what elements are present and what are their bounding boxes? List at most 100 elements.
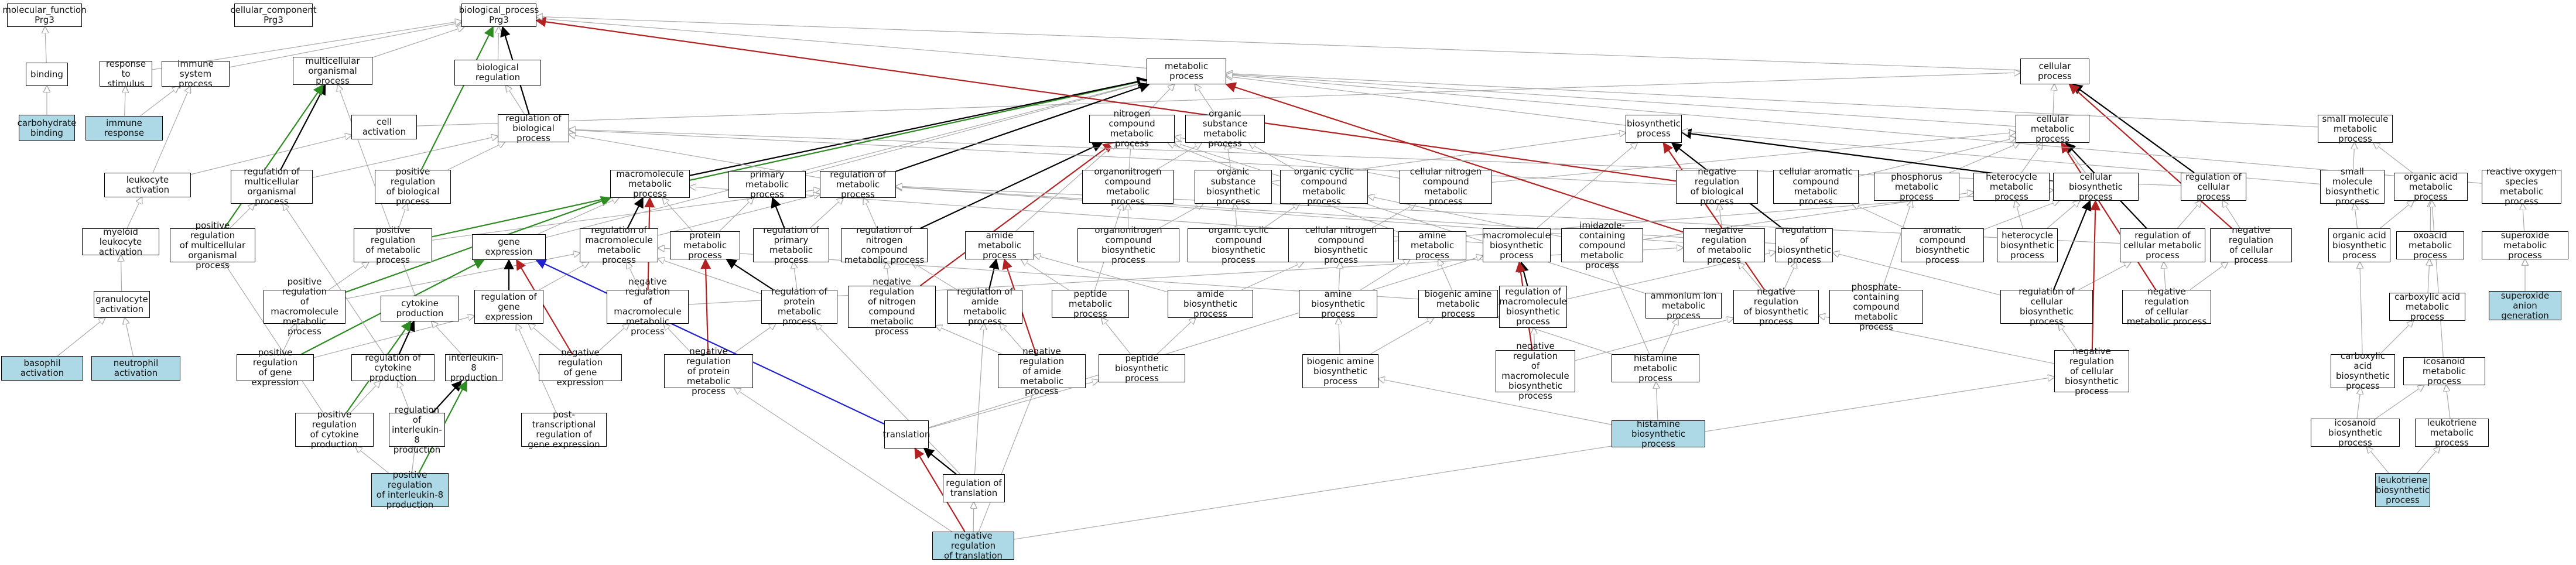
node-amide-biosynthetic-process[interactable]: amide biosynthetic process bbox=[1168, 289, 1253, 319]
node-regulation-of-macromolecule-metabolic-process[interactable]: regulation of macromolecule metabolic pr… bbox=[580, 225, 658, 265]
node-regulation-of-cellular-biosynthetic-process[interactable]: regulation of cellular biosynthetic proc… bbox=[2000, 287, 2093, 327]
node-negative-regulation-of-cellular-biosynthetic-process[interactable]: negative regulation of cellular biosynth… bbox=[2054, 346, 2129, 396]
node-regulation-of-nitrogen-compound-metabolic-process[interactable]: regulation of nitrogen compound metaboli… bbox=[841, 225, 928, 265]
node-biosynthetic-process[interactable]: biosynthetic process bbox=[1626, 115, 1682, 143]
node-peptide-biosynthetic-process[interactable]: peptide biosynthetic process bbox=[1099, 353, 1185, 383]
node-cellular-aromatic-compound-metabolic-process[interactable]: cellular aromatic compound metabolic pro… bbox=[1773, 167, 1859, 207]
node-leukotriene-biosynthetic-process[interactable]: leukotriene biosynthetic process bbox=[2375, 473, 2430, 507]
node-organic-cyclic-compound-metabolic-process[interactable]: organic cyclic compound metabolic proces… bbox=[1280, 167, 1368, 207]
node-negative-regulation-of-metabolic-process[interactable]: negative regulation of metabolic process bbox=[1683, 225, 1765, 265]
node-post-transcriptional-regulation-of-gene-expression[interactable]: post-transcriptional regulation of gene … bbox=[521, 410, 607, 450]
node-cellular-process[interactable]: cellular process bbox=[2020, 59, 2089, 84]
node-protein-metabolic-process[interactable]: protein metabolic process bbox=[670, 230, 740, 260]
node-myeloid-leukocyte-activation[interactable]: myeloid leukocyte activation bbox=[82, 227, 159, 256]
node-translation[interactable]: translation bbox=[883, 420, 930, 448]
node-regulation-of-interleukin-8-production[interactable]: regulation of interleukin-8 production bbox=[389, 405, 445, 454]
node-negative-regulation-of-protein-metabolic-process[interactable]: negative regulation of protein metabolic… bbox=[664, 346, 753, 396]
node-organonitrogen-compound-metabolic-process[interactable]: organonitrogen compound metabolic proces… bbox=[1082, 167, 1174, 207]
node-regulation-of-cellular-process[interactable]: regulation of cellular process bbox=[2181, 172, 2246, 201]
node-molecular-function[interactable]: molecular_function Prg3 bbox=[2, 4, 87, 27]
node-cell-activation[interactable]: cell activation bbox=[351, 115, 417, 139]
node-positive-regulation-of-gene-expression[interactable]: positive regulation of gene expression bbox=[237, 348, 314, 388]
node-negative-regulation-of-cellular-metabolic-process[interactable]: negative regulation of cellular metaboli… bbox=[2122, 287, 2211, 327]
node-ammonium-ion-metabolic-process[interactable]: ammonium ion metabolic process bbox=[1646, 290, 1722, 320]
node-cellular-biosynthetic-process[interactable]: cellular biosynthetic process bbox=[2053, 172, 2139, 201]
node-negative-regulation-of-biosynthetic-process[interactable]: negative regulation of biosynthetic proc… bbox=[1733, 287, 1819, 327]
node-positive-regulation-of-cytokine-production[interactable]: positive regulation of cytokine producti… bbox=[295, 410, 374, 450]
node-regulation-of-amide-metabolic-process[interactable]: regulation of amide metabolic process bbox=[947, 287, 1022, 327]
node-organic-acid-metabolic-process[interactable]: organic acid metabolic process bbox=[2394, 172, 2468, 201]
node-positive-regulation-of-macromolecule-metabolic-process[interactable]: positive regulation of macromolecule met… bbox=[264, 277, 345, 337]
node-gene-expression[interactable]: gene expression bbox=[472, 234, 546, 260]
node-regulation-of-biosynthetic-process[interactable]: regulation of biosynthetic process bbox=[1776, 225, 1833, 265]
node-organic-cyclic-compound-biosynthetic-process[interactable]: organic cyclic compound biosynthetic pro… bbox=[1188, 225, 1289, 265]
node-leukocyte-activation[interactable]: leukocyte activation bbox=[104, 173, 191, 197]
node-aromatic-compound-biosynthetic-process[interactable]: aromatic compound biosynthetic process bbox=[1901, 225, 1984, 265]
node-phosphate-containing-compound-metabolic-process[interactable]: phosphate-containing compound metabolic … bbox=[1829, 282, 1923, 331]
node-regulation-of-cytokine-production[interactable]: regulation of cytokine production bbox=[351, 352, 435, 382]
node-immune-response[interactable]: immune response bbox=[85, 116, 163, 141]
node-organic-acid-biosynthetic-process[interactable]: organic acid biosynthetic process bbox=[2328, 228, 2390, 262]
node-immune-system-process[interactable]: immune system process bbox=[162, 59, 230, 88]
node-cellular-nitrogen-compound-metabolic-process[interactable]: cellular nitrogen compound metabolic pro… bbox=[1400, 167, 1492, 207]
node-nitrogen-compound-metabolic-process[interactable]: nitrogen compound metabolic process bbox=[1089, 109, 1175, 149]
node-imidazole-containing-compound-metabolic-process[interactable]: imidazole-containing compound metabolic … bbox=[1561, 220, 1643, 270]
node-regulation-of-biological-process[interactable]: regulation of biological process bbox=[498, 113, 569, 143]
node-regulation-of-cellular-metabolic-process[interactable]: regulation of cellular metabolic process bbox=[2120, 228, 2205, 262]
node-negative-regulation-of-macromolecule-biosynthetic-process[interactable]: negative regulation of macromolecule bio… bbox=[1496, 341, 1575, 401]
node-oxoacid-metabolic-process[interactable]: oxoacid metabolic process bbox=[2396, 230, 2464, 260]
node-cellular-nitrogen-compound-biosynthetic-process[interactable]: cellular nitrogen compound biosynthetic … bbox=[1288, 225, 1394, 265]
node-leukotriene-metabolic-process[interactable]: leukotriene metabolic process bbox=[2415, 417, 2489, 447]
node-organic-substance-metabolic-process[interactable]: organic substance metabolic process bbox=[1185, 109, 1265, 149]
node-small-molecule-biosynthetic-process[interactable]: small molecule biosynthetic process bbox=[2320, 167, 2385, 207]
node-superoxide-metabolic-process[interactable]: superoxide metabolic process bbox=[2482, 230, 2568, 260]
node-superoxide-anion-generation[interactable]: superoxide anion generation bbox=[2489, 290, 2561, 320]
node-negative-regulation-of-biological-process[interactable]: negative regulation of biological proces… bbox=[1676, 167, 1758, 207]
node-biogenic-amine-biosynthetic-process[interactable]: biogenic amine biosynthetic process bbox=[1302, 354, 1378, 388]
node-multicellular-organismal-process[interactable]: multicellular organismal process bbox=[293, 56, 372, 85]
node-carboxylic-acid-biosynthetic-process[interactable]: carboxylic acid biosynthetic process bbox=[2331, 351, 2395, 391]
node-biological-regulation[interactable]: biological regulation bbox=[454, 60, 541, 85]
node-metabolic-process[interactable]: metabolic process bbox=[1147, 59, 1226, 84]
node-reactive-oxygen-species-metabolic-process[interactable]: reactive oxygen species metabolic proces… bbox=[2482, 167, 2561, 207]
node-positive-regulation-of-multicellular-organismal-process[interactable]: positive regulation of multicellular org… bbox=[170, 220, 255, 270]
node-regulation-of-macromolecule-biosynthetic-process[interactable]: regulation of macromolecule biosynthetic… bbox=[1499, 286, 1567, 328]
node-negative-regulation-of-cellular-process[interactable]: negative regulation of cellular process bbox=[2210, 225, 2292, 265]
node-phosphorus-metabolic-process[interactable]: phosphorus metabolic process bbox=[1874, 172, 1959, 201]
node-biogenic-amine-metabolic-process[interactable]: biogenic amine metabolic process bbox=[1418, 289, 1498, 319]
node-histamine-biosynthetic-process[interactable]: histamine biosynthetic process bbox=[1612, 419, 1705, 448]
node-carboxylic-acid-metabolic-process[interactable]: carboxylic acid metabolic process bbox=[2389, 292, 2465, 321]
node-heterocycle-biosynthetic-process[interactable]: heterocycle biosynthetic process bbox=[1997, 228, 2058, 262]
node-negative-regulation-of-nitrogen-compound-metabolic-process[interactable]: negative regulation of nitrogen compound… bbox=[848, 277, 936, 337]
node-histamine-metabolic-process[interactable]: histamine metabolic process bbox=[1612, 353, 1699, 383]
node-positive-regulation-of-metabolic-process[interactable]: positive regulation of metabolic process bbox=[354, 225, 432, 265]
node-regulation-of-multicellular-organismal-process[interactable]: regulation of multicellular organismal p… bbox=[231, 167, 313, 207]
node-positive-regulation-of-interleukin-8-production[interactable]: positive regulation of interleukin-8 pro… bbox=[371, 470, 449, 510]
node-organic-substance-biosynthetic-process[interactable]: organic substance biosynthetic process bbox=[1195, 167, 1272, 207]
node-positive-regulation-of-biological-process[interactable]: positive regulation of biological proces… bbox=[375, 167, 451, 207]
node-regulation-of-primary-metabolic-process[interactable]: regulation of primary metabolic process bbox=[753, 225, 829, 265]
node-regulation-of-metabolic-process[interactable]: regulation of metabolic process bbox=[820, 169, 896, 199]
node-negative-regulation-of-macromolecule-metabolic-process[interactable]: negative regulation of macromolecule met… bbox=[607, 277, 689, 337]
node-response-to-stimulus[interactable]: response to stimulus bbox=[100, 59, 152, 88]
node-regulation-of-protein-metabolic-process[interactable]: regulation of protein metabolic process bbox=[761, 287, 837, 327]
node-regulation-of-gene-expression[interactable]: regulation of gene expression bbox=[474, 290, 543, 324]
node-icosanoid-metabolic-process[interactable]: icosanoid metabolic process bbox=[2403, 356, 2485, 386]
node-negative-regulation-of-amide-metabolic-process[interactable]: negative regulation of amide metabolic p… bbox=[998, 346, 1086, 396]
node-carbohydrate-binding[interactable]: carbohydrate binding bbox=[18, 115, 76, 141]
node-granulocyte-activation[interactable]: granulocyte activation bbox=[94, 291, 150, 318]
node-neutrophil-activation[interactable]: neutrophil activation bbox=[91, 356, 180, 381]
node-small-molecule-metabolic-process[interactable]: small molecule metabolic process bbox=[2318, 114, 2393, 143]
node-interleukin-8-production[interactable]: interleukin-8 production bbox=[445, 352, 502, 382]
node-binding[interactable]: binding bbox=[26, 63, 68, 86]
node-primary-metabolic-process[interactable]: primary metabolic process bbox=[728, 169, 806, 199]
node-amine-biosynthetic-process[interactable]: amine biosynthetic process bbox=[1299, 289, 1377, 319]
node-negative-regulation-of-translation[interactable]: negative regulation of translation bbox=[932, 530, 1014, 560]
node-cytokine-production[interactable]: cytokine production bbox=[381, 296, 459, 321]
node-amine-metabolic-process[interactable]: amine metabolic process bbox=[1398, 230, 1466, 260]
node-basophil-activation[interactable]: basophil activation bbox=[1, 356, 83, 381]
node-biological-process[interactable]: biological_process Prg3 bbox=[459, 4, 539, 27]
node-icosanoid-biosynthetic-process[interactable]: icosanoid biosynthetic process bbox=[2311, 417, 2400, 447]
node-macromolecule-metabolic-process[interactable]: macromolecule metabolic process bbox=[610, 169, 690, 198]
node-cellular-component[interactable]: cellular_component Prg3 bbox=[230, 4, 317, 27]
